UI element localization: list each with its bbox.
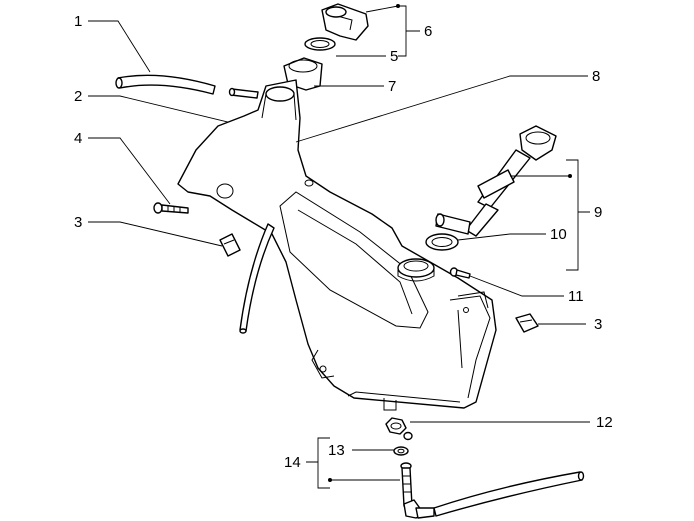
leader-lines	[88, 5, 590, 489]
filler-cap	[321, 3, 369, 41]
callout-9: 9	[594, 204, 602, 221]
sender-screw	[449, 267, 471, 279]
callout-4: 4	[74, 130, 82, 147]
clip-nut-left	[219, 233, 241, 257]
callout-8: 8	[592, 68, 600, 85]
fuel-hose	[433, 471, 585, 517]
sender-seal	[425, 233, 459, 251]
callout-5: 5	[390, 48, 398, 65]
callout-13: 13	[328, 442, 345, 459]
callout-2: 2	[74, 88, 82, 105]
callout-10: 10	[550, 226, 567, 243]
callout-14: 14	[284, 454, 301, 471]
bracket-dot-9	[568, 174, 572, 178]
bracket-dot-14	[328, 478, 332, 482]
callout-6: 6	[424, 23, 432, 40]
fuel-tap-washer	[393, 446, 409, 456]
callout-12: 12	[596, 414, 613, 431]
fuel-tank	[177, 79, 497, 411]
callout-1: 1	[74, 13, 82, 30]
cap-seal	[304, 37, 336, 51]
fuel-level-sender	[435, 125, 557, 237]
fuel-tap-fitting	[400, 462, 435, 519]
breather-hose	[115, 74, 216, 95]
fuel-tap-nut	[385, 417, 413, 441]
callout-11: 11	[568, 288, 584, 305]
callout-3-right: 3	[594, 316, 602, 333]
bracket-dot-6	[396, 4, 400, 8]
overflow-hose	[239, 223, 275, 334]
mounting-screw	[153, 202, 189, 214]
callout-7: 7	[388, 78, 396, 95]
callout-3-left: 3	[74, 214, 82, 231]
breather-stub	[228, 87, 259, 99]
clip-nut-right	[515, 313, 539, 333]
